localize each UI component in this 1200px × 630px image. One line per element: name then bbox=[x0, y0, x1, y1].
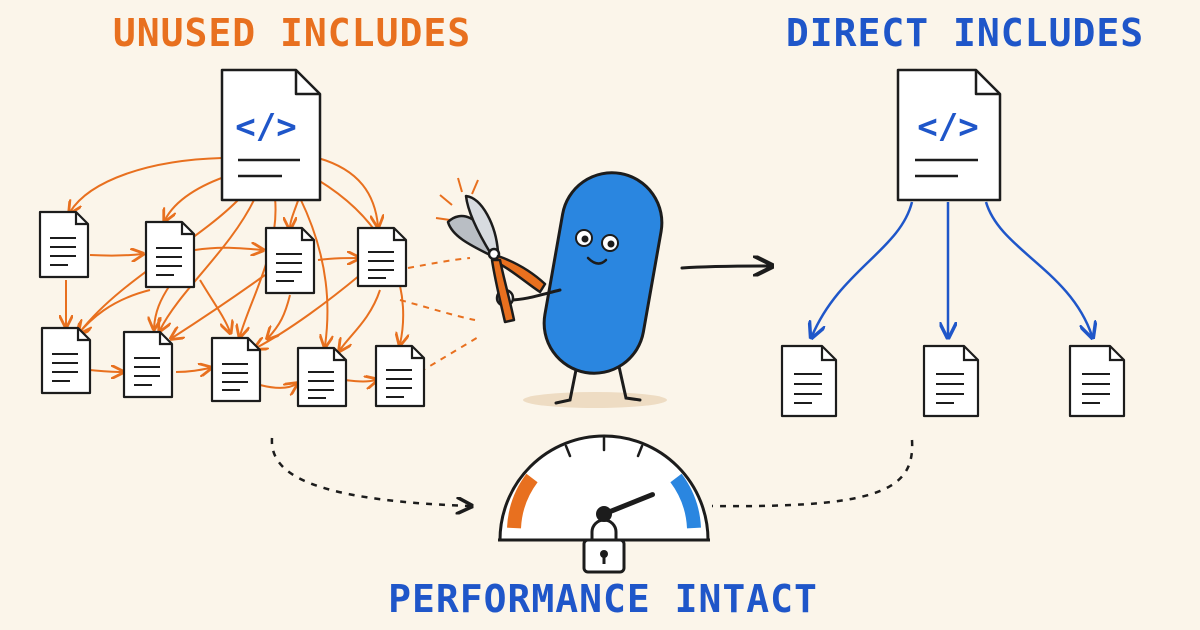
performance-intact-title: PERFORMANCE INTACT bbox=[388, 577, 818, 621]
gauge-dial bbox=[498, 434, 710, 542]
gauge-high-band bbox=[670, 473, 701, 529]
gauge-low-band bbox=[507, 473, 538, 529]
left-doc-r2c5-icon bbox=[374, 344, 426, 408]
gauge-ticks bbox=[564, 436, 644, 458]
mascot-left-leg bbox=[554, 358, 580, 405]
left-doc-r2c3-icon bbox=[210, 336, 262, 403]
left-doc-r2c4-icon bbox=[296, 346, 348, 408]
left-small-documents bbox=[38, 210, 426, 408]
left-doc-r2c2-icon bbox=[122, 330, 174, 399]
unused-includes-title: UNUSED INCLUDES bbox=[113, 11, 471, 55]
left-doc-r1c4-icon bbox=[356, 226, 408, 288]
direct-includes-title: DIRECT INCLUDES bbox=[786, 11, 1144, 55]
left-doc-r1c1-icon bbox=[38, 210, 90, 279]
mascot-eyes bbox=[575, 229, 619, 252]
mascot-body bbox=[542, 171, 664, 375]
right-code-glyph: </> bbox=[917, 107, 978, 147]
left-doc-r1c3-icon bbox=[264, 226, 316, 295]
pruning-shears-icon bbox=[446, 194, 547, 324]
right-source-file-icon: </> bbox=[896, 68, 1002, 202]
transform-arrow bbox=[680, 266, 770, 268]
mascot-shadow bbox=[523, 392, 667, 408]
left-source-file-icon: </> bbox=[220, 68, 322, 202]
pill-mascot bbox=[495, 171, 667, 408]
performance-gauge bbox=[498, 434, 710, 574]
gauge-needle bbox=[601, 492, 655, 517]
right-doc-1-icon bbox=[780, 344, 838, 418]
left-dashed-connector bbox=[270, 437, 470, 506]
left-code-glyph: </> bbox=[235, 107, 296, 147]
right-doc-3-icon bbox=[1068, 344, 1126, 418]
mascot-smile bbox=[586, 256, 608, 265]
direct-includes-graph: </> bbox=[780, 68, 1126, 418]
left-doc-r1c2-icon bbox=[144, 220, 196, 289]
cut-dangling-edges bbox=[399, 257, 481, 373]
lock-icon bbox=[582, 518, 626, 574]
gauge-pivot bbox=[596, 506, 612, 522]
right-doc-2-icon bbox=[922, 344, 980, 418]
left-doc-r2c1-icon bbox=[40, 326, 92, 395]
mascot-right-leg bbox=[616, 360, 642, 402]
blue-include-edges bbox=[812, 201, 1092, 336]
right-dashed-connector bbox=[711, 439, 914, 508]
snip-spark-marks bbox=[435, 177, 479, 221]
unused-includes-graph bbox=[66, 157, 481, 388]
